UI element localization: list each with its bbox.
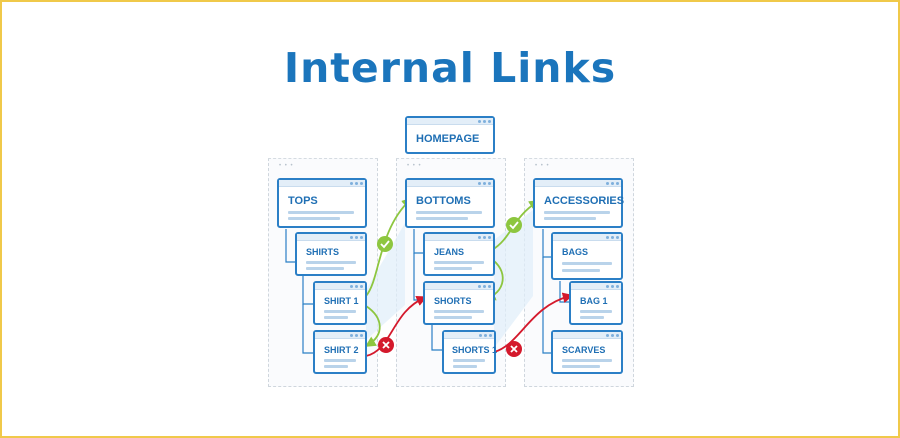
shorts-node: SHORTS xyxy=(423,281,495,325)
shirt2-to-shorts-link xyxy=(365,295,428,357)
tops-tree-lines xyxy=(285,229,313,354)
jeans-label: JEANS xyxy=(434,247,465,257)
homepage-node: HOMEPAGE xyxy=(405,116,495,154)
check-icon xyxy=(377,236,393,252)
shirt-1-label: SHIRT 1 xyxy=(324,296,359,306)
diagram-title: Internal Links xyxy=(283,44,617,92)
bags-node: BAGS xyxy=(551,232,623,280)
bags-label: BAGS xyxy=(562,247,589,257)
shorts-1-node: SHORTS 1 xyxy=(442,330,498,374)
bottoms-accessories-link-band xyxy=(494,210,533,348)
bottoms-node: BOTTOMS xyxy=(405,178,495,228)
shorts-1-label: SHORTS 1 xyxy=(452,345,498,355)
tops-bottoms-link-band xyxy=(366,223,405,340)
shirt1-to-shirt2-link xyxy=(364,305,381,347)
homepage-label: HOMEPAGE xyxy=(416,133,480,145)
shirt1-to-bottoms-link xyxy=(365,197,413,297)
shirt-2-node: SHIRT 2 xyxy=(313,330,367,374)
bag-1-node: BAG 1 xyxy=(569,281,623,325)
scarves-node: SCARVES xyxy=(551,330,623,374)
scarves-label: SCARVES xyxy=(562,345,606,355)
tops-label: TOPS xyxy=(288,195,318,207)
cross-icon xyxy=(506,341,522,357)
cross-icon xyxy=(378,337,394,353)
tops-node: TOPS xyxy=(277,178,367,228)
shirts-label: SHIRTS xyxy=(306,247,340,257)
bag-1-label: BAG 1 xyxy=(580,296,608,306)
shirts-node: SHIRTS xyxy=(295,232,367,276)
shorts-label: SHORTS xyxy=(434,296,472,306)
accessories-label: ACCESSORIES xyxy=(544,195,625,207)
shorts1-to-bag1-link xyxy=(493,292,574,353)
accessories-node: ACCESSORIES xyxy=(533,178,625,228)
shirt-1-node: SHIRT 1 xyxy=(313,281,367,325)
jeans-node: JEANS xyxy=(423,232,495,276)
check-icon xyxy=(506,217,522,233)
shirt-2-label: SHIRT 2 xyxy=(324,345,359,355)
bottoms-label: BOTTOMS xyxy=(416,195,471,207)
